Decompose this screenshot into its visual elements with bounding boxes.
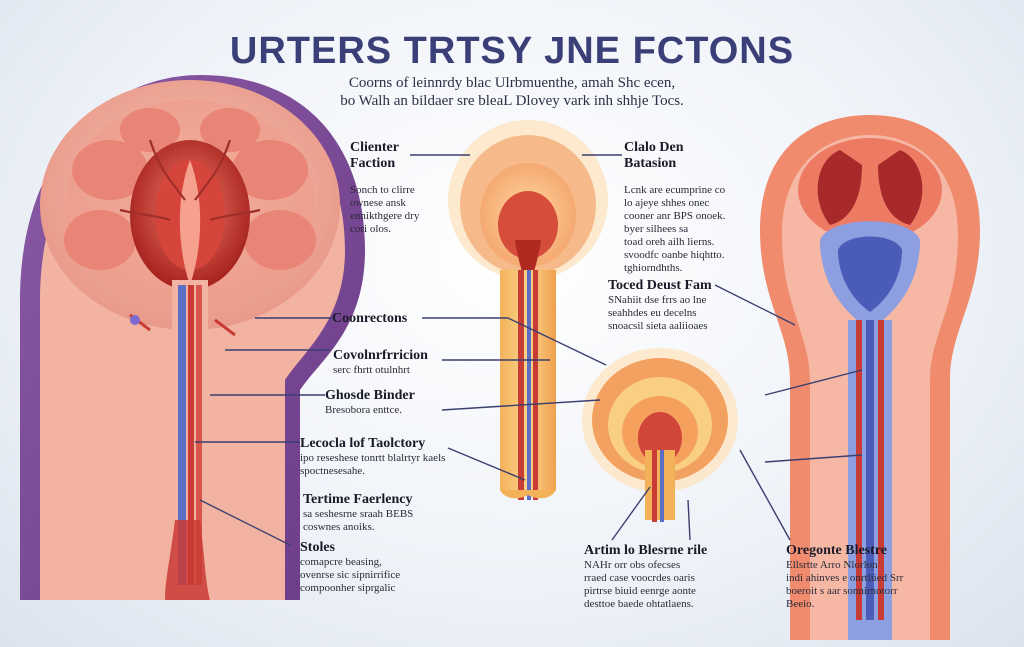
label-lecocla: Lecocla lof Taolctory ipo reseshese tonr… <box>300 436 470 478</box>
label-heading: Clalo Den Batasion <box>624 140 684 171</box>
label-body: serc fhrtt otulnhrt <box>333 364 410 376</box>
label-artim: Artim lo Blesrne rile NAHr orr obs ofecs… <box>584 543 744 611</box>
leader-lines <box>195 154 863 546</box>
label-oregonte: Oregonte Blestre Ellsrtte Arro Nlorlon i… <box>786 543 946 611</box>
label-conrectors: Coonrectons <box>332 311 407 327</box>
middle-lower-organ-illustration <box>582 348 738 522</box>
label-body: NAHr orr obs ofecses rraed case voocrdes… <box>584 559 696 610</box>
label-heading: Tertime Faerlency <box>303 492 413 507</box>
label-body: comapcre beasing, ovenrse sic sipnirrifi… <box>300 556 401 594</box>
label-heading: Coonrectons <box>332 311 408 326</box>
subtitle-line-2: bo Walh an bildaer sre bleaL Dlovey vark… <box>340 93 684 109</box>
label-toced-deust: Toced Deust Fam SNahiit dse frrs ao lne … <box>608 278 748 333</box>
page-title: URTERS TRTSY JNE FCTONS <box>229 30 795 72</box>
label-heading: Artim lo Blesrne rile <box>584 543 708 558</box>
label-body: Ellsrtte Arro Nlorlon indi ahinves e onr… <box>786 559 904 610</box>
subtitle-line-1: Coorns of leinnrdy blac Ulrbmuenthe, ama… <box>348 75 676 91</box>
label-body: ipo reseshese tonrtt blalrtyr kaels spoc… <box>300 452 446 477</box>
label-covolnr: Covolnrfrricion serc fhrtt otulnhrt <box>333 348 428 377</box>
label-heading: Lecocla lof Taolctory <box>300 436 426 451</box>
label-heading: Oregonte Blestre <box>786 543 887 558</box>
label-body: Lcnk are ecumprine co lo ajeye shhes one… <box>624 184 726 274</box>
middle-upper-organ-illustration <box>448 120 608 500</box>
label-clienter: Clienter Faction Sonch to clirre ownese … <box>350 140 460 236</box>
label-ghosde: Ghosde Binder Bresobora enttce. <box>325 388 415 417</box>
label-heading: Stoles <box>300 540 335 555</box>
label-heading: Covolnrfrricion <box>333 348 428 363</box>
label-clade-den: Clalo Den Batasion Lcnk are ecumprine co… <box>624 140 764 275</box>
label-body: Bresobora enttce. <box>325 404 402 416</box>
label-body: SNahiit dse frrs ao lne seahhdes eu dece… <box>608 294 708 332</box>
label-heading: Clienter Faction <box>350 140 399 171</box>
right-organ-illustration <box>760 115 980 640</box>
label-heading: Ghosde Binder <box>325 388 415 403</box>
label-stoles: Stoles comapcre beasing, ovenrse sic sip… <box>300 540 460 595</box>
label-body: sa seshesrne sraah BEBS coswnes anoiks. <box>303 508 414 533</box>
label-body: Sonch to clirre ownese ansk ennikthgere … <box>350 184 420 235</box>
label-heading: Toced Deust Fam <box>608 278 712 293</box>
label-tertime: Tertime Faerlency sa seshesrne sraah BEB… <box>303 492 443 534</box>
left-kidney-illustration <box>20 75 365 600</box>
